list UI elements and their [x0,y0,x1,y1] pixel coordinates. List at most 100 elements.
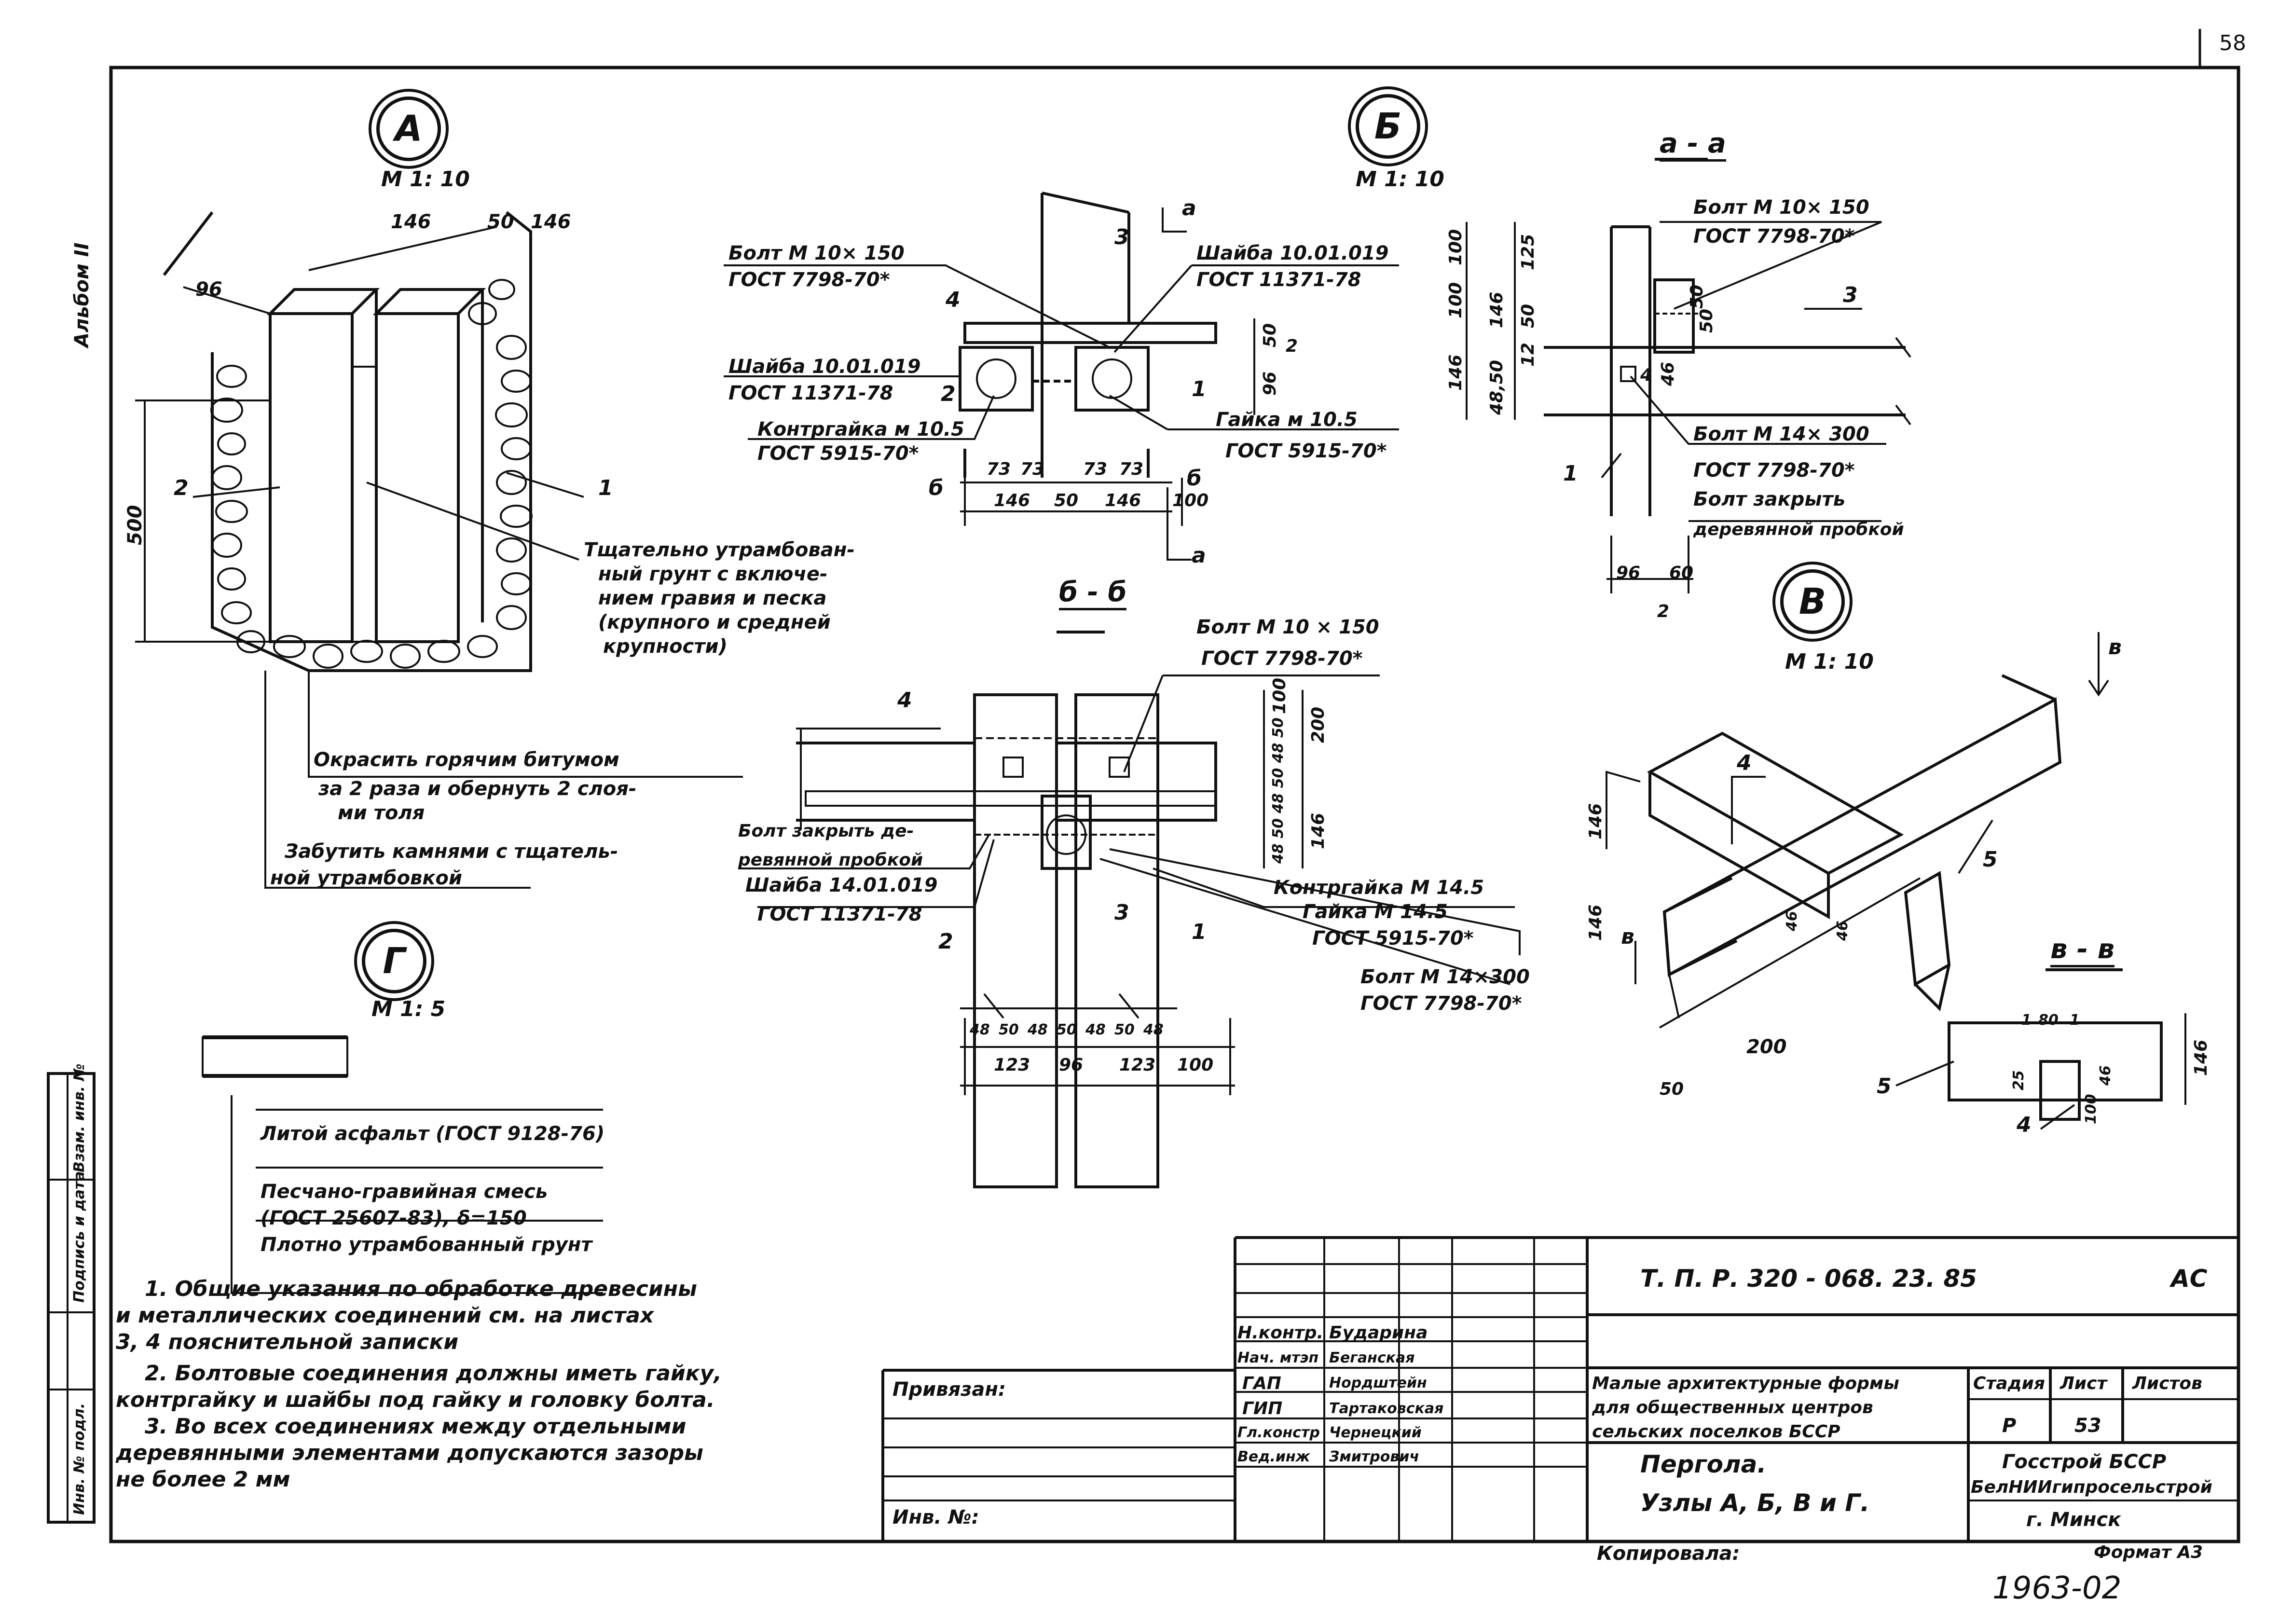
dim: 48 50 48 50 48 50 [1270,717,1287,864]
inv-label: Инв. №: [892,1506,979,1528]
callout-plug-2: деревянной пробкой [1693,520,1904,539]
doc-mark: АС [2171,1265,2208,1293]
dim: 123 [994,1055,1030,1075]
dim: 48 [1143,1021,1164,1038]
node-a-dim: 96 [195,278,222,301]
part-number: 1 [1192,377,1207,401]
dim: 80 [2038,1012,2059,1029]
cut-mark: а [1182,196,1196,220]
drawing-title: Пергола. [1640,1450,1767,1478]
sheet-value: 53 [2074,1415,2101,1437]
role-label: Гл.констр [1237,1424,1320,1441]
dim: 146 [2191,1039,2211,1076]
section-aa-drawing [1466,158,1911,593]
dim: 46 [2097,1065,2114,1086]
layer-sand-gravel: Песчано-гравийная смесь [261,1181,548,1203]
dim: 25 [2010,1070,2027,1090]
callout-bolt-gost: ГОСТ 7798-70* [1693,459,1855,482]
cut-mark: в [2108,635,2122,660]
callout-bolt-gost: ГОСТ 7798-70* [1201,647,1363,670]
dim: 100 [1172,491,1209,510]
role-name: Нордштейн [1329,1375,1427,1391]
dim: 100 [1446,282,1466,318]
cut-mark: б [929,476,944,500]
callout-bolt-gost: ГОСТ 7798-70* [1360,992,1522,1015]
node-b-drawing [724,192,1399,561]
callout-washer-gost: ГОСТ 11371-78 [1196,269,1361,291]
node-v-drawing [1606,632,2109,1029]
node-a-dim: 146 [391,211,431,233]
node-g-marker: Г [362,929,426,993]
dim: 2 [1286,336,1298,356]
callout-plug: Болт закрыть [1693,488,1846,510]
callout-bolt: Болт М 10× 150 [728,242,905,264]
callout-locknut-gost: ГОСТ 5915-70* [757,442,919,465]
role-name: Тартаковская [1329,1400,1444,1417]
dim: 146 [1586,904,1606,941]
callout-locknut: Контргайка М 14.5 [1274,877,1484,899]
dim: 50 [1660,1079,1684,1099]
node-g-drawing [202,1035,603,1294]
callout-locknut: Контргайка м 10.5 [757,418,964,440]
callout-bolt-gost: ГОСТ 7798-70* [1693,225,1855,248]
org-line: Госстрой БССР [2002,1451,2167,1473]
callout-plug: Болт закрыть де- [738,821,914,841]
callout-nut-gost: ГОСТ 5915-70* [1312,927,1474,950]
callout-washer: Шайба 14.01.019 [745,874,938,896]
format-label: Формат А3 [2094,1542,2203,1562]
section-vv-drawing [1895,968,2186,1130]
section-aa-title: а - а [1660,130,1726,162]
sheet-corner-number: 58 [2219,31,2246,55]
dim: 146 [1105,491,1141,510]
sheets-header: Листов [2132,1374,2202,1393]
part-number: 5 [1877,1074,1892,1099]
dim: 73 [1083,459,1108,479]
dim: 46 [1658,361,1678,386]
node-a-drawing [135,211,743,889]
side-stamp-label: Инв. № подл. [71,1403,88,1515]
copied-label: Копировала: [1597,1542,1740,1565]
cut-mark: а [1192,543,1206,568]
dim: 50 [1114,1021,1135,1038]
role-label: Н.контр. [1237,1323,1324,1343]
archive-number: 1963-02 [1992,1570,2122,1606]
part-number: 3 [1114,225,1129,249]
role-name: Бударина [1329,1323,1428,1343]
dim: 48,50 [1487,360,1507,415]
dim: 46 [1784,911,1800,931]
cut-mark: б [1187,466,1202,491]
callout-bolt: Болт М 14× 300 [1693,423,1869,445]
node-v-marker: В [1780,569,1845,634]
dim: 4 [1640,365,1653,385]
role-name: Чернецкий [1329,1424,1422,1441]
dim: 100 [1270,677,1290,714]
node-b-marker: Б [1356,94,1420,159]
role-name: Змитрович [1329,1448,1419,1465]
side-stamp-label: Взам. инв. № [71,1063,88,1172]
dim: 96 [1059,1055,1084,1075]
dim: 200 [1308,706,1328,743]
callout-plug-2: ревянной пробкой [738,850,923,870]
section-bb-drawing [738,631,1521,1188]
dim: 50 [1697,308,1716,333]
bound-label: Привязан: [892,1378,1006,1401]
layer-sand-gravel-gost: (ГОСТ 25607-83), δ=150 [261,1207,527,1229]
dim: 48 [1085,1021,1106,1038]
dim: 50 [1518,303,1538,328]
role-label: ГИП [1242,1399,1283,1418]
dim: 2 [1657,602,1670,621]
drawing-subtitle: Узлы А, Б, В и Г. [1640,1489,1870,1517]
node-a-scale: М 1: 10 [381,167,470,192]
callout-nut: Гайка м 10.5 [1216,409,1358,431]
node-g-scale: М 1: 5 [371,997,446,1021]
dim: 48 [970,1021,990,1038]
layer-ground: Плотно утрамбованный грунт [261,1234,592,1256]
part-number: 2 [174,476,189,500]
dim: 60 [1669,563,1694,583]
dim: 73 [987,459,1011,479]
dim: 73 [1119,459,1144,479]
part-number: 5 [1983,847,1998,872]
side-stamp-label: Подпись и дата [71,1171,88,1303]
dim: 146 [1586,803,1606,840]
callout-washer: Шайба 10.01.019 [1196,242,1389,264]
